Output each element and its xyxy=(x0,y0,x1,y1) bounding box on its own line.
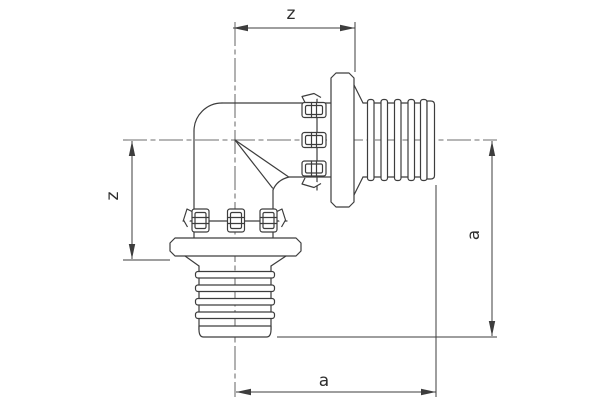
clip-ridges xyxy=(310,101,318,119)
dimension-z-top: z xyxy=(233,4,356,72)
flange xyxy=(169,237,302,257)
clip-hook xyxy=(182,208,194,228)
clip-inner xyxy=(304,134,324,146)
dimension-a-right: a xyxy=(277,141,497,338)
barb-rib xyxy=(366,98,375,182)
taper-right xyxy=(270,255,287,267)
arrowhead-down xyxy=(488,321,496,336)
pipe-end-face xyxy=(426,100,436,180)
clip-hook xyxy=(275,208,287,228)
sleeve-clip-left xyxy=(182,208,210,233)
clip-ridges xyxy=(310,160,318,177)
barb-rib xyxy=(393,98,402,182)
sleeve-clip-middle xyxy=(226,208,246,233)
barb-rib xyxy=(194,297,276,306)
taper-top xyxy=(353,84,364,104)
dimension-label-a-bottom: a xyxy=(319,371,329,391)
clip-ridges xyxy=(259,216,278,225)
arrowhead-left xyxy=(233,24,248,32)
taper-left xyxy=(184,255,200,267)
dimension-label-a-right: a xyxy=(464,230,484,240)
barb-rib xyxy=(194,284,276,293)
arrowhead-right xyxy=(421,388,436,396)
clip-ridges xyxy=(191,216,210,225)
arrowhead-up xyxy=(488,141,496,156)
sleeve-clip-middle xyxy=(301,131,327,149)
clip-inner xyxy=(262,211,275,230)
clip-body xyxy=(259,208,278,233)
dimension-label-z-top: z xyxy=(287,4,296,24)
clip-body xyxy=(301,131,327,149)
sleeve-clip-top xyxy=(301,92,327,119)
arrowhead-up xyxy=(128,141,136,156)
elbow-inner-cone-line-upper xyxy=(234,139,289,178)
arrowhead-left xyxy=(236,388,251,396)
clip-inner xyxy=(304,104,324,116)
clip-body xyxy=(226,208,246,233)
arrowhead-right xyxy=(340,24,355,32)
clip-hook xyxy=(301,177,322,189)
pipe-end-face xyxy=(198,325,272,338)
sleeve-clip-right xyxy=(259,208,287,233)
clip-body xyxy=(301,101,327,119)
barb-rib xyxy=(194,270,276,279)
barb-rib xyxy=(194,311,276,320)
dimension-label-z-left: z xyxy=(103,191,123,200)
outlet-vertical xyxy=(169,130,302,338)
flange xyxy=(330,72,355,208)
clip-hook xyxy=(301,92,322,103)
dimension-a-bottom: a xyxy=(236,185,437,397)
barb-rib xyxy=(407,98,416,182)
clip-body xyxy=(191,208,210,233)
clip-ridges xyxy=(226,216,246,225)
sleeve-clip-bottom xyxy=(301,160,327,189)
taper-bottom xyxy=(353,176,364,196)
barb-rib xyxy=(419,98,428,182)
elbow-inner-fillet-arc xyxy=(272,176,290,191)
elbow-body xyxy=(193,102,290,191)
centerlines xyxy=(123,22,497,397)
outlet-horizontal xyxy=(221,72,436,208)
clip-inner xyxy=(229,211,243,230)
clip-body xyxy=(301,160,327,177)
elbow-inner-cone-line-lower xyxy=(234,139,274,189)
dimension-z-left: z xyxy=(103,141,170,261)
clip-ridges xyxy=(310,131,318,149)
elbow-outer-arc xyxy=(193,102,223,132)
arrowhead-down xyxy=(128,244,136,259)
barb-rib xyxy=(380,98,389,182)
clip-inner xyxy=(304,163,324,174)
clip-inner xyxy=(194,211,207,230)
